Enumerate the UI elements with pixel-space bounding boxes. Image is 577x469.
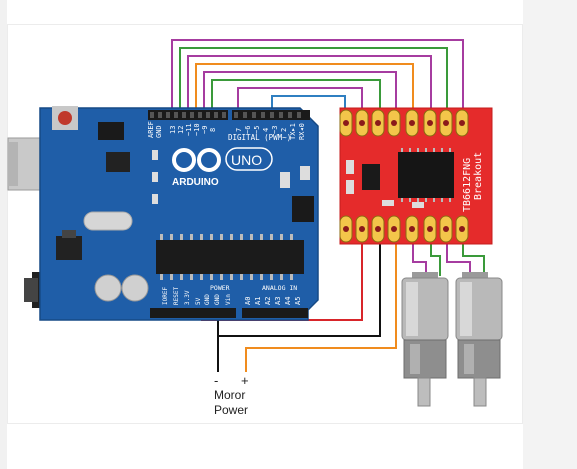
wire-purple-motor-a	[412, 240, 427, 276]
pin-reset: RESET	[173, 287, 180, 305]
wires	[171, 39, 485, 372]
atmega-chip	[156, 240, 304, 274]
capacitor-1	[94, 274, 122, 302]
pin-5v: 5V	[195, 297, 202, 305]
aref-label: AREF	[147, 121, 155, 138]
pin-gnd-1: GND	[204, 294, 211, 305]
pin-1: TX▸1	[289, 123, 297, 140]
pin-a0: A0	[244, 297, 252, 305]
pin-a2: A2	[264, 297, 272, 305]
digital-header-left	[148, 110, 228, 120]
wire-blue-1	[271, 95, 346, 115]
pin-ioref: IOREF	[162, 287, 169, 305]
icsp-header-right	[292, 196, 314, 222]
motor-a	[401, 272, 449, 407]
digital-pin-labels: AREF GND 13 12 ~11 ~10 ~9 8 7 ~6 ~5 4 ~3…	[147, 121, 306, 140]
tb6612fng-breakout: TB6612FNG Breakout	[339, 107, 493, 245]
analog-label: ANALOG IN	[262, 284, 297, 292]
digital-label: DIGITAL (PWM~)	[228, 133, 291, 142]
motor-power-caption-line1: Moror	[214, 388, 245, 402]
pin-2: 2	[280, 128, 288, 132]
pin-9: ~9	[201, 126, 209, 134]
wire-purple-2	[187, 55, 432, 115]
pin-8: 8	[209, 128, 217, 132]
pin-11: ~11	[185, 123, 193, 136]
driver-label-breakout: Breakout	[473, 152, 484, 200]
pin-6: ~6	[244, 126, 252, 134]
usb-chip	[106, 152, 130, 172]
motor-b	[455, 272, 503, 407]
wire-orange-1	[195, 63, 414, 115]
left-margin	[0, 0, 7, 469]
pin-vin: Vin	[225, 294, 232, 305]
uno-wordmark: UNO	[231, 152, 262, 168]
pin-5: ~5	[253, 126, 261, 134]
power-label: POWER	[210, 284, 230, 292]
pin-0: RX◂0	[298, 123, 306, 140]
voltage-regulator	[56, 236, 82, 260]
pin-10: ~10	[193, 123, 201, 136]
arduino-wordmark: ARDUINO	[172, 177, 219, 188]
driver-label-part: TB6612FNG	[462, 158, 473, 212]
wire-green-1	[179, 47, 448, 115]
icsp-header-top	[98, 122, 124, 140]
arduino-uno-board: AREF GND 13 12 ~11 ~10 ~9 8 7 ~6 ~5 4 ~3…	[7, 106, 319, 321]
pin-7: 7	[235, 128, 243, 132]
wire-green-2	[211, 79, 381, 115]
wire-green-motor-b	[462, 240, 485, 276]
pin-a1: A1	[254, 297, 262, 305]
wire-green-motor-a	[430, 240, 441, 276]
motor-power-caption-line2: Power	[214, 403, 248, 417]
wire-purple-1	[171, 39, 464, 115]
pin-3: ~3	[271, 126, 279, 134]
power-pin-labels: IOREF RESET 3.3V 5V GND GND Vin	[162, 287, 232, 305]
pin-a5: A5	[294, 297, 302, 305]
driver-ic	[398, 152, 454, 198]
pin-a4: A4	[284, 297, 292, 305]
pin-a3: A3	[274, 297, 282, 305]
analog-header	[242, 308, 308, 318]
pin-13: 13	[169, 126, 177, 134]
wire-purple-3	[203, 71, 397, 115]
power-header	[150, 308, 236, 318]
supply-plus-label: +	[241, 373, 249, 388]
wire-purple-motor-b	[446, 240, 471, 276]
crystal	[83, 211, 133, 231]
wire-purple-4	[237, 87, 363, 115]
gnd-label: GND	[155, 125, 163, 138]
wire-orange-supply-plus	[245, 240, 397, 372]
pin-gnd-2: GND	[214, 294, 221, 305]
pin-4: 4	[262, 128, 270, 132]
driver-top-pads	[339, 109, 469, 137]
analog-pin-labels: A0 A1 A2 A3 A4 A5	[244, 297, 302, 305]
supply-minus-label: -	[214, 373, 218, 388]
pin-12: 12	[177, 126, 185, 134]
right-margin	[523, 0, 577, 469]
arduino-logo	[172, 148, 221, 172]
wire-black-gnd	[217, 240, 381, 337]
pin-3v3: 3.3V	[184, 290, 191, 305]
capacitor-2	[121, 274, 149, 302]
